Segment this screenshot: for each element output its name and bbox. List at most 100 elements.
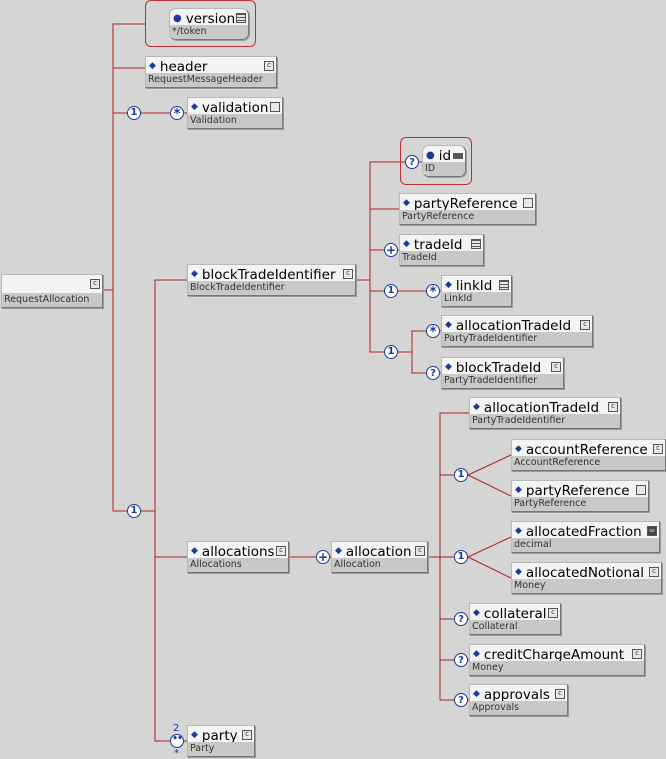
cardinality-badge: *: [170, 106, 184, 122]
node-type: PartyTradeIdentifier: [442, 374, 563, 388]
node-party[interactable]: party Party c: [187, 725, 255, 757]
node-accountreference[interactable]: accountReference AccountReference c: [511, 439, 666, 471]
node-type: Allocation: [332, 558, 427, 572]
node-name: allocation: [335, 543, 412, 561]
version-highlight: [145, 0, 256, 47]
node-allocationtradeid[interactable]: allocationTradeId PartyTradeIdentifier c: [441, 315, 593, 347]
cardinality-badge: ?: [426, 366, 440, 380]
node-name: partyReference: [515, 482, 630, 500]
node-blocktradeid[interactable]: blockTradeId PartyTradeIdentifier c: [441, 357, 564, 389]
node-allocations[interactable]: allocations Allocations c: [187, 541, 289, 573]
cardinality-badge: ?: [454, 693, 468, 707]
sequence-badge: 1: [384, 284, 398, 298]
node-name: header: [149, 58, 208, 76]
node-header[interactable]: header RequestMessageHeader c: [145, 56, 277, 88]
node-type: Validation: [188, 114, 282, 128]
node-type: LinkId: [442, 292, 511, 306]
node-name: blockTradeId: [445, 359, 541, 377]
empty-type-icon: [636, 485, 646, 495]
simple-type-icon: sx: [647, 526, 657, 536]
node-linkid[interactable]: linkId LinkId: [441, 275, 512, 307]
node-type: Party: [188, 742, 254, 756]
node-type: */token: [170, 25, 248, 39]
node-name: collateral: [473, 605, 547, 623]
node-allocation[interactable]: allocation Allocation c: [331, 541, 428, 573]
complex-type-icon: c: [343, 269, 353, 279]
node-type: PartyTradeIdentifier: [470, 414, 620, 428]
id-highlight: [400, 137, 472, 185]
node-name: linkId: [445, 277, 492, 295]
node-name: partyReference: [403, 195, 518, 213]
node-name: version: [173, 10, 235, 28]
complex-type-icon: c: [264, 61, 274, 71]
node-name: party: [191, 727, 238, 745]
simple-type-icon: [471, 239, 481, 249]
complex-type-icon: c: [90, 279, 100, 289]
node-validation[interactable]: validation Validation: [187, 97, 283, 129]
cardinality-badge: ••: [170, 734, 184, 748]
node-name: allocatedNotional: [515, 564, 644, 582]
cardinality-max: *: [174, 748, 179, 759]
node-name: allocationTradeId: [445, 317, 571, 335]
node-type: ID: [423, 162, 465, 176]
node-name: accountReference: [515, 441, 648, 459]
cardinality-badge: +: [384, 243, 398, 257]
node-name: allocationTradeId: [473, 399, 599, 417]
node-name: tradeId: [403, 236, 463, 254]
node-creditchargeamount[interactable]: creditChargeAmount Money c: [469, 644, 645, 676]
node-type: PartyReference: [400, 210, 535, 224]
sequence-badge: 1: [127, 106, 141, 120]
empty-type-icon: [523, 198, 533, 208]
node-type: PartyReference: [512, 497, 648, 511]
complex-type-icon: c: [649, 567, 659, 577]
node-type: PartyTradeIdentifier: [442, 332, 592, 346]
node-type: BlockTradeIdentifier: [188, 281, 355, 295]
node-type: RequestAllocation: [2, 293, 102, 307]
node-blocktradeidentifier[interactable]: blockTradeIdentifier BlockTradeIdentifie…: [187, 264, 356, 296]
node-approvals[interactable]: approvals Approvals c: [469, 684, 568, 716]
sequence-badge: 1: [127, 504, 141, 518]
cardinality-min: 2: [173, 723, 180, 734]
simple-type-icon: [453, 153, 463, 159]
complex-type-icon: c: [555, 689, 565, 699]
node-name: id: [426, 147, 451, 165]
node-tradeid[interactable]: tradeId TradeId: [399, 234, 484, 266]
node-version[interactable]: version */token: [169, 8, 249, 40]
node-type: Collateral: [470, 620, 560, 634]
node-name: approvals: [473, 686, 550, 704]
node-partyreference[interactable]: partyReference PartyReference: [399, 193, 536, 225]
node-allocationtradeid-2[interactable]: allocationTradeId PartyTradeIdentifier c: [469, 397, 621, 429]
simple-type-icon: [499, 280, 509, 290]
node-type: AccountReference: [512, 456, 665, 470]
node-type: TradeId: [400, 251, 483, 265]
cardinality-badge: *: [426, 284, 440, 300]
node-allocatedfraction[interactable]: allocatedFraction decimal sx: [511, 521, 660, 553]
cardinality-badge: +: [316, 550, 330, 564]
node-type: Approvals: [470, 701, 567, 715]
node-name: creditChargeAmount: [473, 646, 624, 664]
node-allocatednotional[interactable]: allocatedNotional Money c: [511, 562, 662, 594]
complex-type-icon: c: [548, 608, 558, 618]
node-id[interactable]: id ID: [422, 145, 466, 177]
node-name: allocatedFraction: [515, 523, 642, 541]
sequence-badge: 1: [454, 550, 468, 564]
complex-type-icon: c: [242, 730, 252, 740]
complex-type-icon: c: [608, 402, 618, 412]
empty-type-icon: [270, 102, 280, 112]
complex-type-icon: c: [580, 320, 590, 330]
node-type: Money: [470, 661, 644, 675]
complex-type-icon: c: [276, 546, 286, 556]
node-requestallocation[interactable]: RequestAllocation c: [1, 274, 103, 308]
node-name: blockTradeIdentifier: [191, 266, 336, 284]
node-type: Money: [512, 579, 661, 593]
node-partyreference-2[interactable]: partyReference PartyReference: [511, 480, 649, 512]
node-type: Allocations: [188, 558, 288, 572]
node-name: allocations: [191, 543, 275, 561]
node-type: decimal: [512, 538, 659, 552]
cardinality-badge: ?: [454, 653, 468, 667]
cardinality-badge: ?: [405, 155, 419, 169]
complex-type-icon: c: [551, 362, 561, 372]
node-collateral[interactable]: collateral Collateral c: [469, 603, 561, 635]
complex-type-icon: c: [415, 546, 425, 556]
